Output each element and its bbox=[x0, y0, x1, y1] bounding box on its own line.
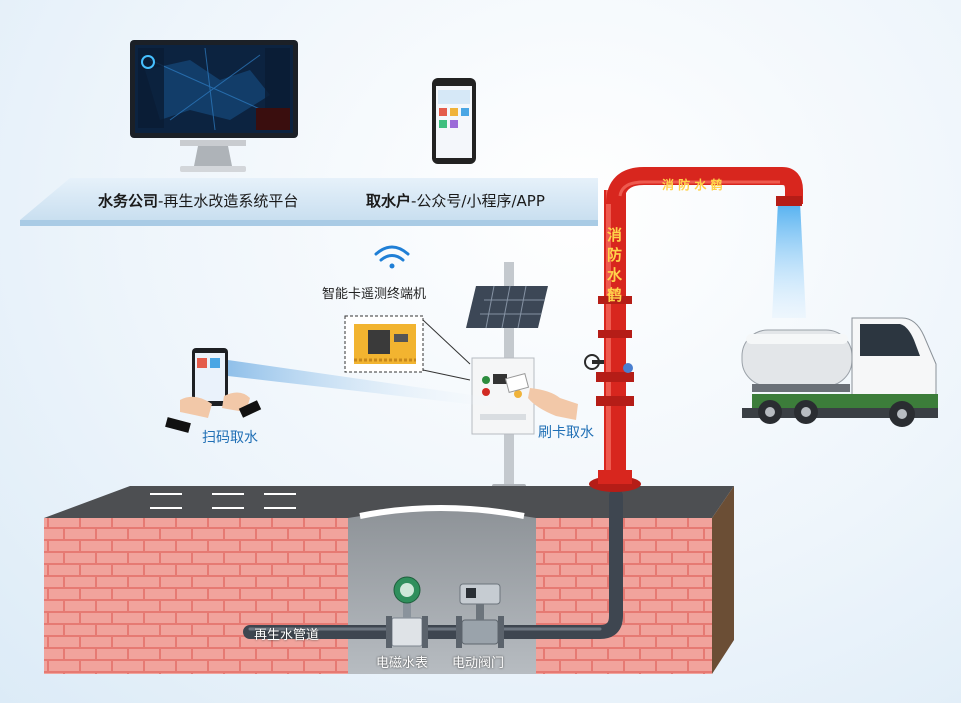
electric-valve-icon bbox=[456, 583, 504, 648]
terminal-label: 智能卡遥测终端机 bbox=[322, 287, 427, 302]
hydrant-vertical-char-4: 鹤 bbox=[607, 286, 623, 304]
terminal-board-icon bbox=[344, 315, 471, 381]
water-company-rest: -再生水改造系统平台 bbox=[158, 192, 299, 210]
platform-banner bbox=[20, 178, 598, 226]
swipe-label: 刷卡取水 bbox=[538, 425, 594, 441]
control-cabinet-icon bbox=[471, 357, 535, 435]
phone-icon bbox=[432, 78, 476, 164]
wifi-icon bbox=[374, 245, 410, 269]
scan-phone-icon bbox=[165, 348, 520, 433]
valve-label: 电动阀门 bbox=[452, 656, 505, 671]
water-company-title: 水务公司-再生水改造系统平台 bbox=[98, 190, 298, 211]
swipe-card-hand-icon bbox=[504, 373, 578, 420]
hydrant-vertical-char-1: 消 bbox=[607, 226, 623, 244]
water-company-bold: 水务公司 bbox=[98, 192, 159, 210]
water-taker-bold: 取水户 bbox=[366, 192, 412, 210]
electromagnetic-meter-icon bbox=[386, 576, 428, 648]
hydrant-vertical-char-2: 防 bbox=[607, 246, 623, 264]
water-taker-title: 取水户-公众号/小程序/APP bbox=[366, 190, 545, 211]
meter-label: 电磁水表 bbox=[376, 656, 429, 671]
hydrant-vertical-char-3: 水 bbox=[607, 266, 623, 284]
scan-label: 扫码取水 bbox=[202, 430, 258, 446]
monitor-icon bbox=[130, 40, 298, 172]
water-truck-icon bbox=[741, 317, 938, 427]
water-taker-rest: -公众号/小程序/APP bbox=[411, 192, 545, 210]
fire-water-crane-icon bbox=[584, 167, 806, 492]
hydrant-top-text: 消 防 水 鹤 bbox=[662, 178, 723, 192]
pipeline-label: 再生水管道 bbox=[254, 628, 320, 643]
